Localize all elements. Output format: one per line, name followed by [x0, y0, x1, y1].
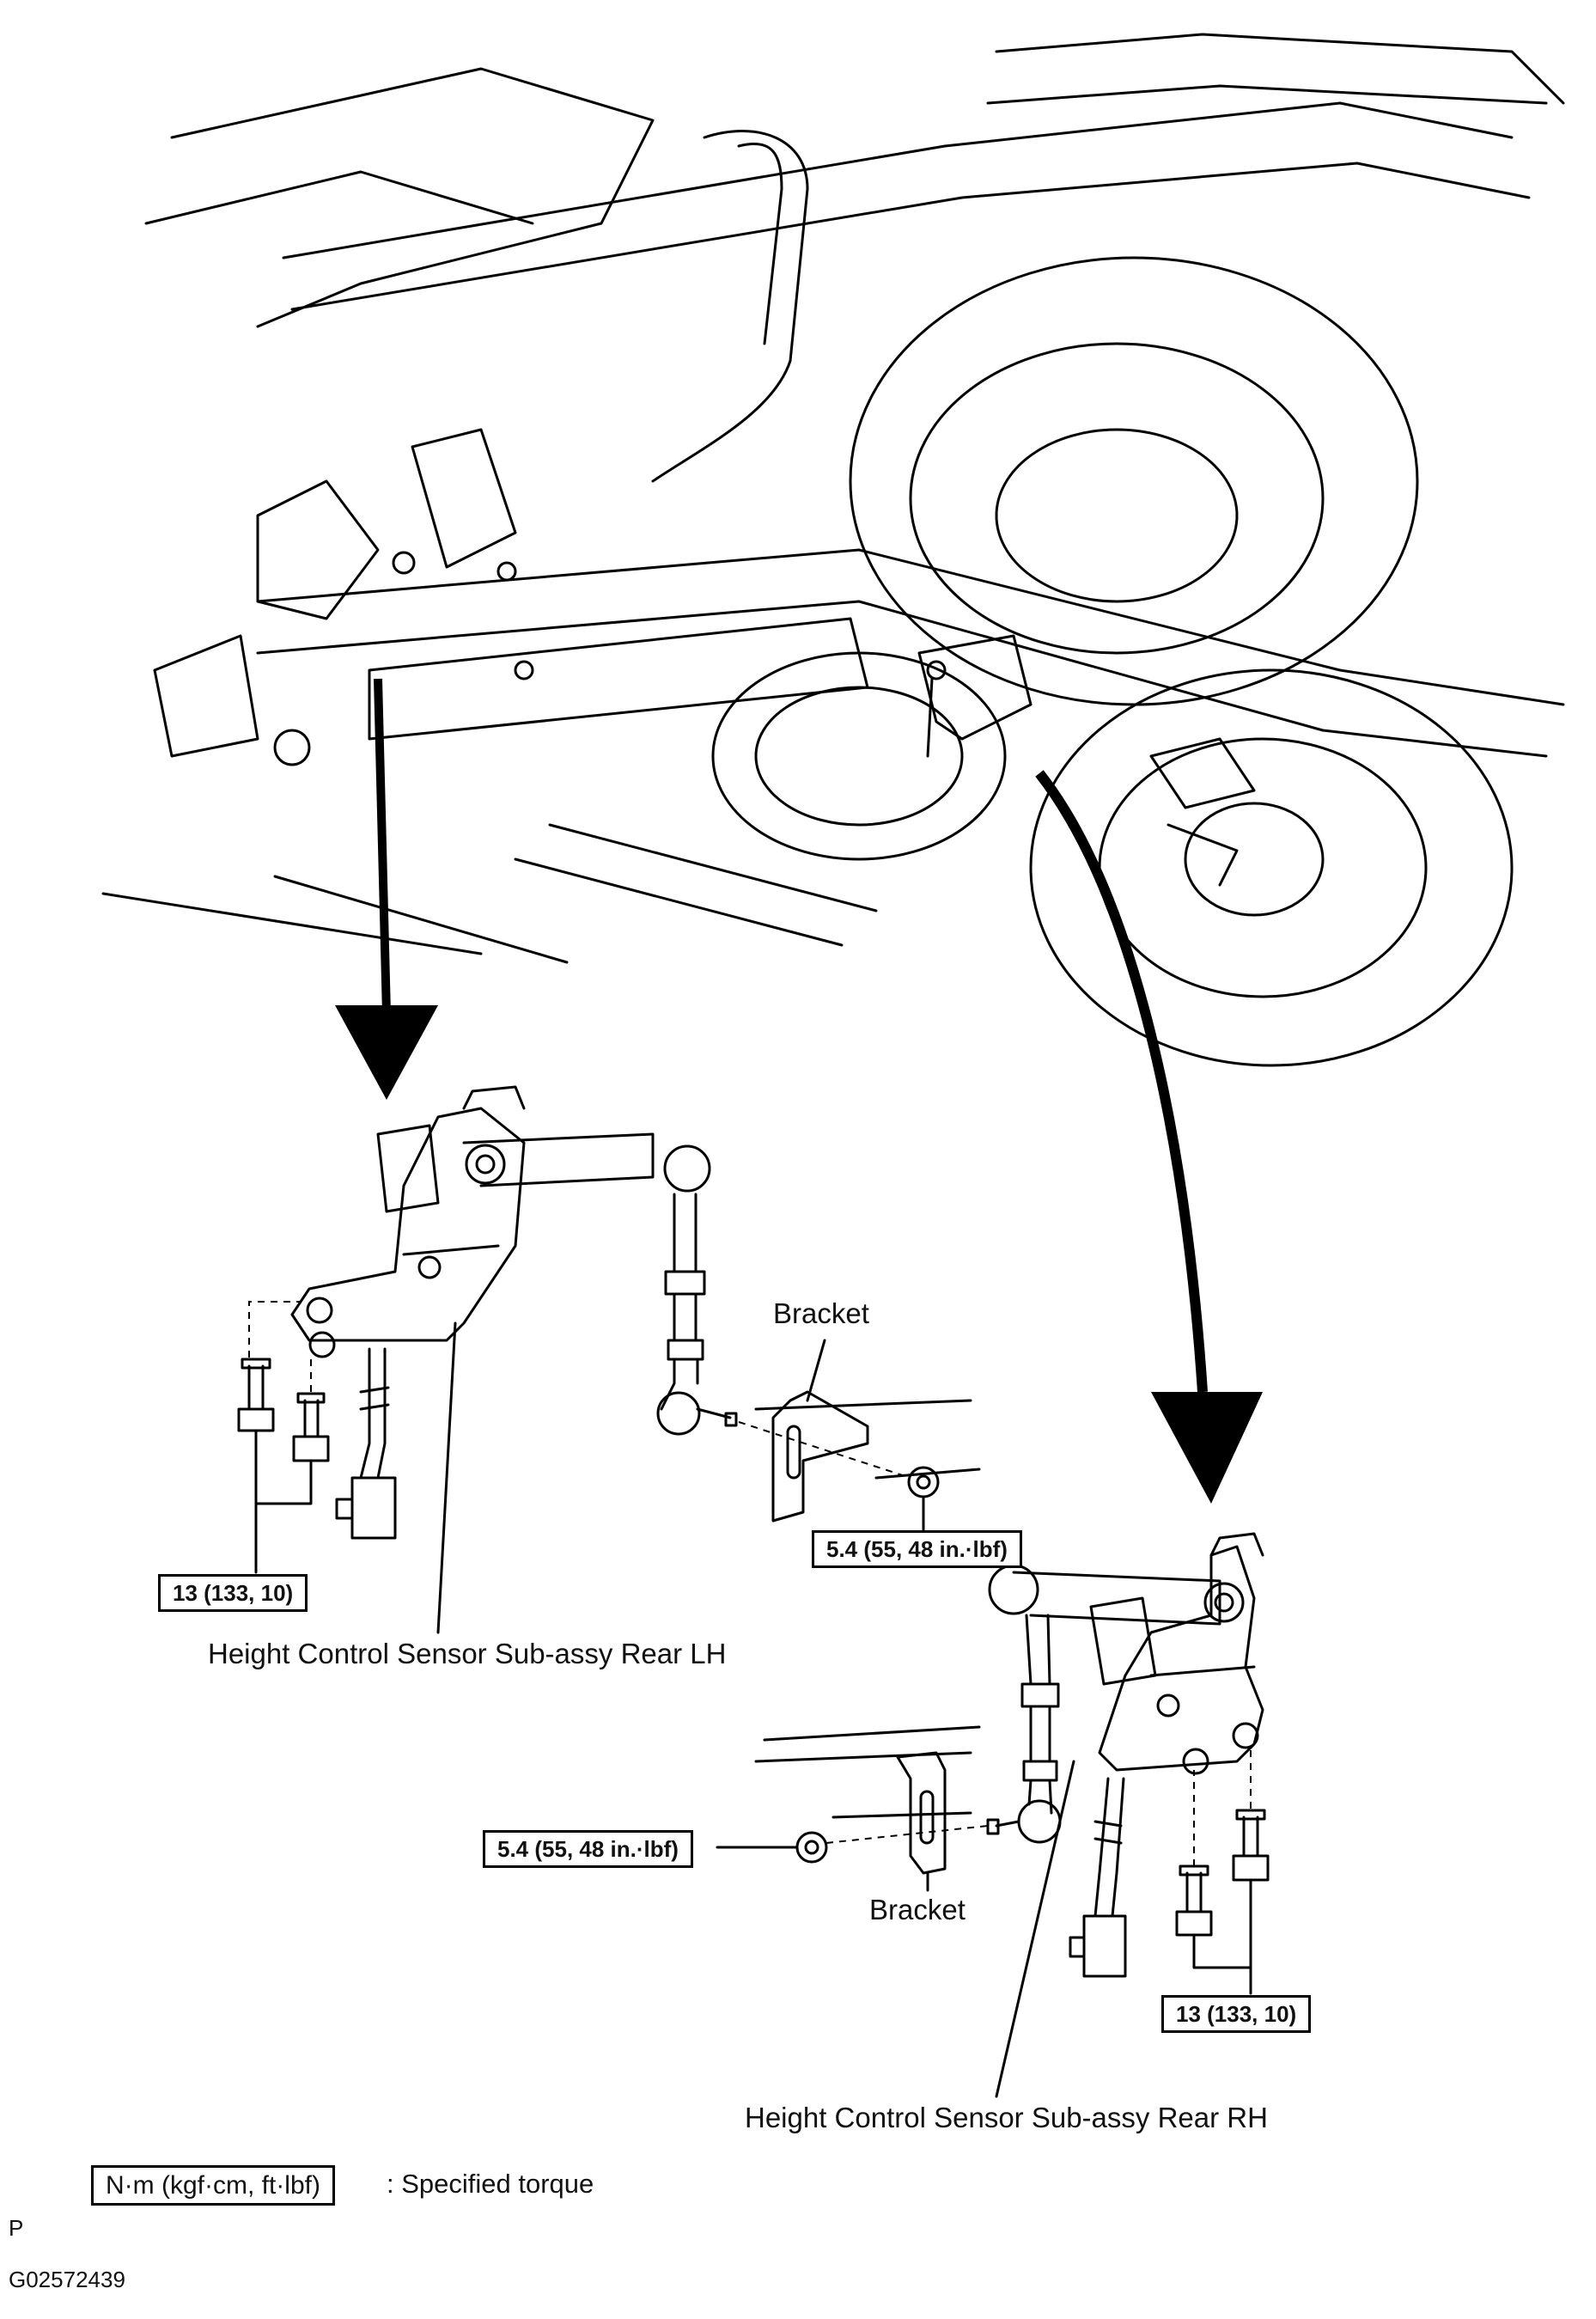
torque-box-lh-nut: 5.4 (55, 48 in.·lbf): [812, 1530, 1022, 1569]
legend-description: : Specified torque: [387, 2169, 594, 2199]
sensor-label-rh: Height Control Sensor Sub-assy Rear RH: [745, 2102, 1268, 2133]
figure-code: G02572439: [9, 2267, 125, 2292]
bracket-label-lh: Bracket: [773, 1297, 869, 1329]
lh-sensor-assembly: [237, 1085, 981, 1634]
legend-unit-box: N·m (kgf·cm, ft·lbf): [91, 2165, 335, 2206]
arrow-to-lh-detail: [374, 678, 391, 1015]
rh-sensor-assembly: [716, 1532, 1270, 2098]
vehicle-underbody-illustration: [101, 33, 1565, 1067]
footer-letter: P: [9, 2215, 24, 2241]
arrow-head-rh: [1151, 1392, 1263, 1504]
bracket-label-rh: Bracket: [869, 1894, 966, 1925]
callout-arrows: [335, 678, 1263, 1504]
sensor-label-lh: Height Control Sensor Sub-assy Rear LH: [208, 1638, 727, 1669]
torque-box-lh-bolts: 13 (133, 10): [158, 1574, 308, 1613]
lh-dashed-alignment-lines: [248, 1301, 911, 1479]
torque-box-rh-bolts: 13 (133, 10): [1161, 1995, 1312, 2034]
arrow-to-rh-detail: [1035, 770, 1208, 1393]
rh-dashed-alignment-lines: [825, 1744, 1252, 1866]
torque-box-rh-nut: 5.4 (55, 48 in.·lbf): [483, 1830, 693, 1869]
arrow-head-lh: [335, 1005, 438, 1100]
